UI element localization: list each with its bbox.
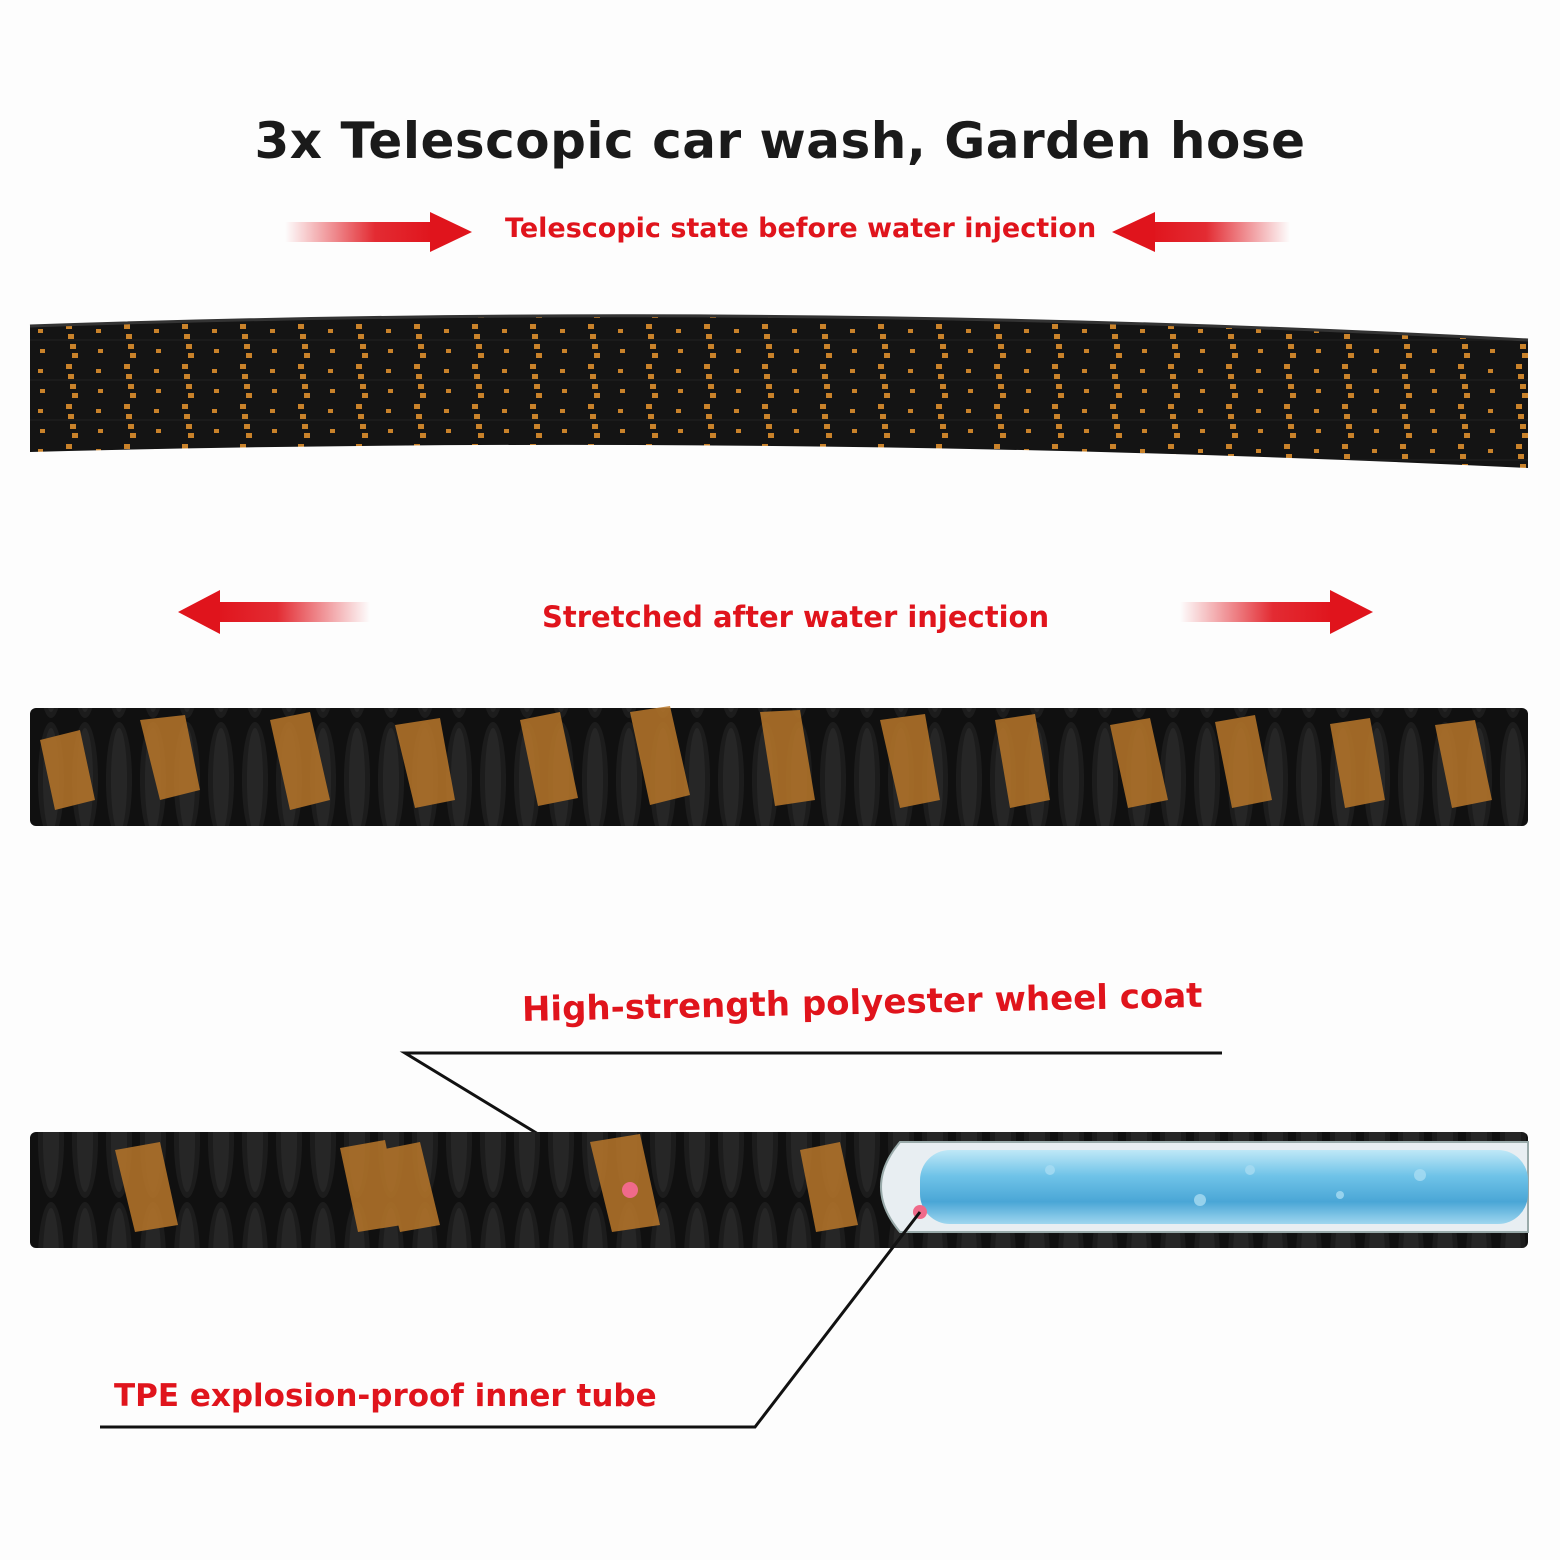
cutaway-hose: [30, 1132, 1529, 1248]
stretched-hose: [30, 706, 1528, 826]
arrow-right-icon: [285, 212, 472, 252]
label-inner-tube: TPE explosion-proof inner tube: [114, 1378, 657, 1414]
compressed-hose: [29, 314, 1529, 468]
label-before-injection: Telescopic state before water injection: [505, 213, 1097, 244]
tube-callout-line: [100, 1211, 922, 1429]
arrow-left-icon: [1112, 212, 1290, 252]
arrow-left-icon: [178, 590, 370, 634]
arrow-right-icon: [1180, 590, 1373, 634]
page-title: 3x Telescopic car wash, Garden hose: [254, 112, 1306, 170]
label-after-injection: Stretched after water injection: [542, 600, 1050, 634]
